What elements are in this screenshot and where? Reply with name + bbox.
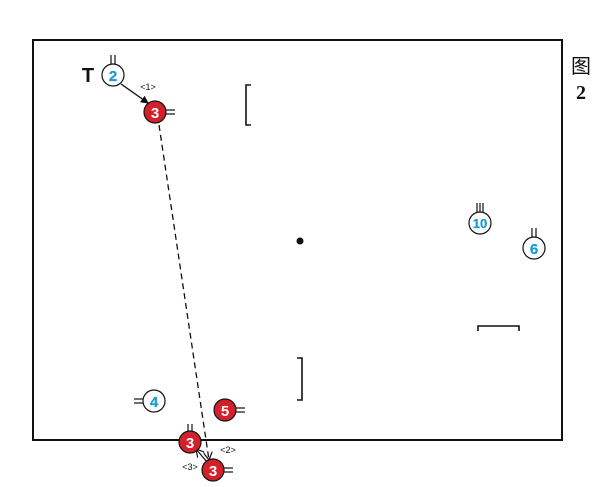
figure-label: 图 2 (568, 54, 594, 106)
center-dot-icon (296, 237, 304, 245)
player-number: 5 (221, 403, 229, 420)
player-token-2: 2 (101, 55, 125, 87)
pass-arrow-3 (196, 449, 208, 463)
player-number: 3 (151, 105, 159, 122)
player-token-6: 6 (522, 228, 546, 260)
bracket-mark-right (477, 325, 520, 331)
step-label-1: <1> (140, 82, 156, 92)
player-token-5: 5 (213, 398, 245, 422)
player-number: 10 (473, 216, 487, 231)
player-number: 3 (186, 435, 194, 452)
pass-arrow-1 (120, 83, 149, 104)
figure-label-number: 2 (576, 82, 586, 104)
step-label-3: <3> (182, 462, 198, 472)
player-number: 3 (209, 463, 217, 480)
t-symbol-icon: T (82, 65, 94, 87)
player-token-10: 10 (468, 203, 492, 235)
player-token-3-bottom: 3 (201, 458, 233, 482)
player-number: 4 (150, 394, 159, 411)
dashed-run-arrow (158, 124, 209, 460)
player-number: 2 (109, 68, 117, 85)
player-token-3-top: 3 (143, 100, 175, 124)
bracket-mark-top (245, 84, 251, 126)
player-token-3-mid: 3 (178, 424, 202, 454)
player-token-4: 4 (134, 389, 166, 413)
court-boundary (32, 39, 563, 441)
bracket-mark-bottom (297, 357, 303, 401)
player-number: 6 (530, 241, 538, 258)
step-label-2: <2> (220, 445, 236, 455)
figure-label-char: 图 (571, 56, 591, 78)
